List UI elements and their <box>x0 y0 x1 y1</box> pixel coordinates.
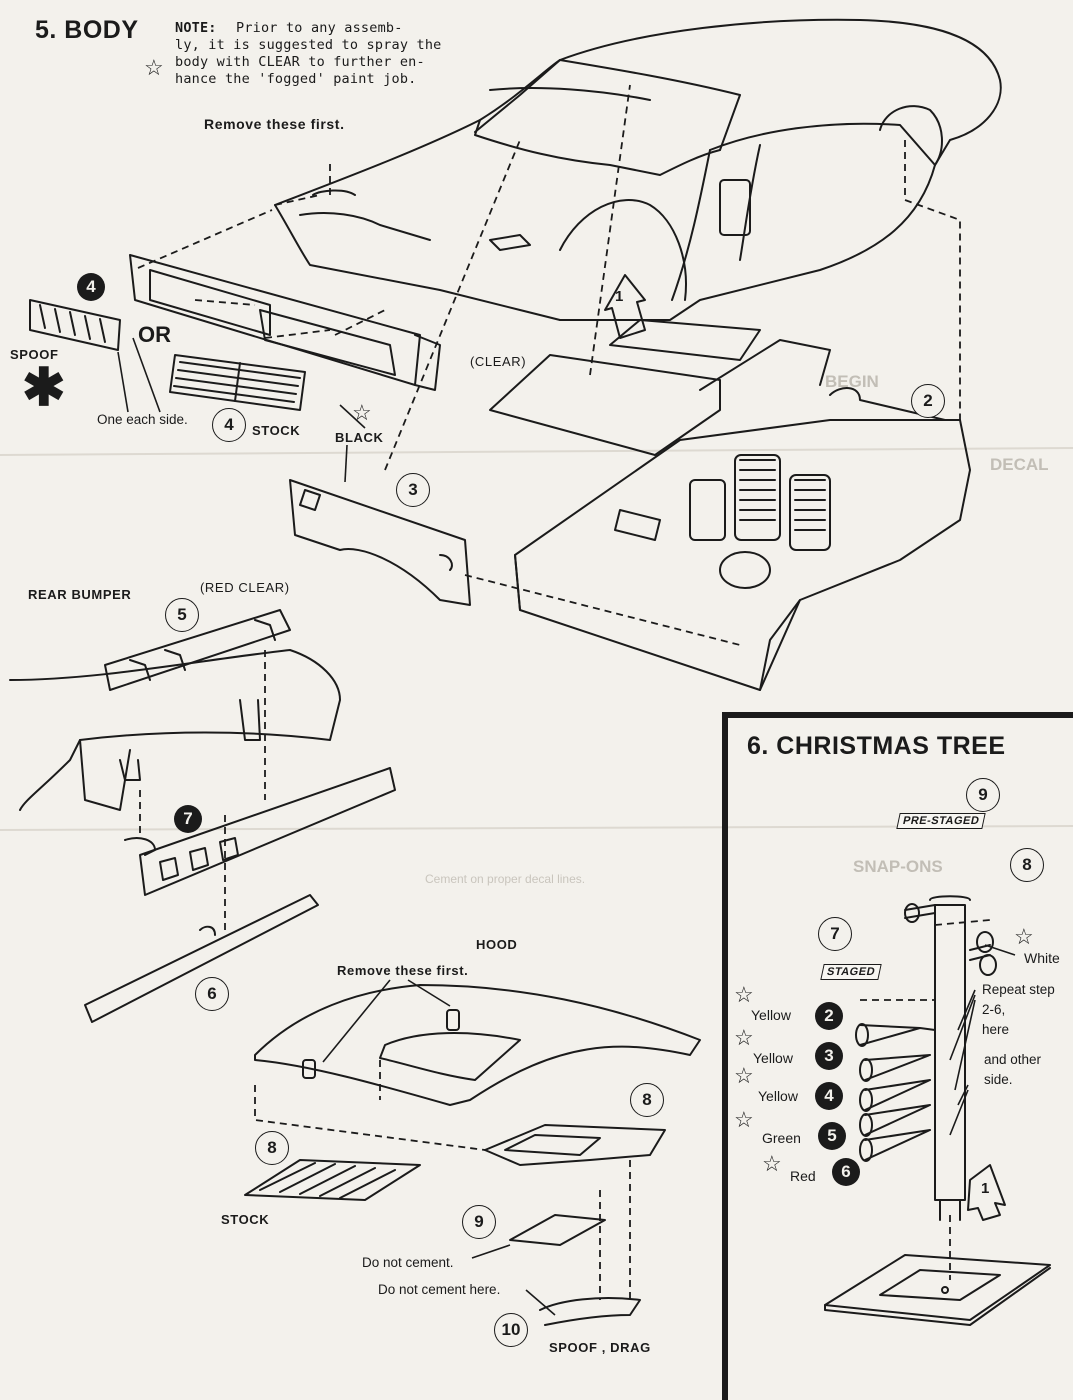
star-icon: ☆ <box>734 1063 754 1088</box>
repeat-step-line-1: Repeat step <box>982 982 1055 997</box>
ghost-cement: Cement on proper decal lines. <box>425 872 586 886</box>
rear-panel-drawing <box>289 479 471 606</box>
do-not-cement-here-label: Do not cement here. <box>378 1282 501 1297</box>
star-icon: ☆ <box>1014 924 1034 949</box>
part-4-callout: 4 <box>77 273 105 301</box>
tree-step-1-arrow-label: 1 <box>981 1180 990 1197</box>
red-clear-label: (RED CLEAR) <box>200 580 290 595</box>
spoof-grille-drawing <box>29 299 121 351</box>
step-1-arrow-label: 1 <box>615 288 624 305</box>
part-4-stock-callout: 4 <box>212 408 246 442</box>
star-icon: ☆ <box>734 1025 754 1050</box>
part-7-tree-callout: 7 <box>818 917 852 951</box>
hood-drawing <box>244 984 701 1326</box>
part-5-callout: 5 <box>165 598 199 632</box>
part-8-hood-callout: 8 <box>630 1083 664 1117</box>
part-8-stock-callout: 8 <box>255 1131 289 1165</box>
star-icon: ☆ <box>734 1107 754 1132</box>
part-7-callout: 7 <box>174 805 202 833</box>
section-6-frame <box>722 712 1073 1400</box>
do-not-cement-label: Do not cement. <box>362 1255 454 1270</box>
or-label: OR <box>138 322 171 347</box>
part-6-callout: 6 <box>195 977 229 1011</box>
rear-bumper-label: REAR BUMPER <box>28 587 132 602</box>
light-callout-6: 6 <box>832 1158 860 1186</box>
light-label-yellow-1: Yellow <box>751 1007 791 1023</box>
spoof-label: SPOOF <box>10 347 59 362</box>
part-9-hood-callout: 9 <box>462 1205 496 1239</box>
part-3-callout: 3 <box>396 473 430 507</box>
clear-label: (CLEAR) <box>470 354 527 369</box>
remove-first-label: Remove these first. <box>204 116 345 132</box>
light-label-red: Red <box>790 1168 816 1184</box>
light-callout-5: 5 <box>818 1122 846 1150</box>
front-grille-drawing <box>129 254 441 391</box>
light-label-yellow-2: Yellow <box>753 1050 793 1066</box>
stock-label: STOCK <box>252 423 301 438</box>
note-line-1: Prior to any assemb- <box>236 20 403 36</box>
star-icon: ☆ <box>144 55 164 80</box>
fold-line <box>0 447 1073 456</box>
interior-chassis-drawing <box>514 387 971 691</box>
section-6-title: 6. CHRISTMAS TREE <box>747 732 1006 760</box>
repeat-step-line-3: here <box>982 1022 1010 1037</box>
part-8-tree-callout: 8 <box>1010 848 1044 882</box>
assembly-dashed-lines <box>137 84 991 1300</box>
ghost-begin: BEGIN <box>825 372 879 391</box>
light-label-green: Green <box>762 1130 801 1146</box>
stock-grille-drawing <box>169 354 306 411</box>
leader-lines <box>117 337 1016 1316</box>
arrow-icon <box>604 274 646 339</box>
star-icon: ☆ <box>734 982 754 1007</box>
part-9-tree-callout: 9 <box>966 778 1000 812</box>
note-label: NOTE: <box>175 20 217 36</box>
hood-remove-first-label: Remove these first. <box>337 963 469 978</box>
hood-stock-label: STOCK <box>221 1212 270 1227</box>
section-5-title: 5. BODY <box>35 16 139 44</box>
white-label: White <box>1024 950 1060 966</box>
black-label: BLACK <box>335 430 384 445</box>
note-line-3: body with CLEAR to further en- <box>175 54 425 70</box>
ghost-decal: DECAL <box>990 455 1049 474</box>
light-label-yellow-3: Yellow <box>758 1088 798 1104</box>
christmas-tree-drawing <box>824 895 1051 1326</box>
windshield-drawing <box>489 319 831 456</box>
one-each-side-label: One each side. <box>97 412 188 427</box>
rear-bumper-drawing <box>9 609 396 1023</box>
part-2-callout: 2 <box>911 384 945 418</box>
star-icon: ☆ <box>762 1151 782 1176</box>
repeat-step-line-2: 2-6, <box>982 1002 1006 1017</box>
staged-tag: STAGED <box>820 964 882 980</box>
part-10-callout: 10 <box>494 1313 528 1347</box>
other-side-line-1: and other <box>984 1052 1042 1067</box>
light-callout-3: 3 <box>815 1042 843 1070</box>
note-line-4: hance the 'fogged' paint job. <box>175 71 417 87</box>
pre-staged-tag: PRE-STAGED <box>896 813 987 829</box>
ghost-snap: SNAP-ONS <box>853 857 943 876</box>
note-line-2: ly, it is suggested to spray the <box>175 37 442 53</box>
hood-label: HOOD <box>476 937 518 952</box>
arrow-icon <box>967 1164 1006 1221</box>
light-callout-2: 2 <box>815 1002 843 1030</box>
asterisk-icon: ✱ <box>22 359 66 417</box>
light-callout-4: 4 <box>815 1082 843 1110</box>
spoof-drag-label: SPOOF , DRAG <box>549 1340 651 1355</box>
star-icon: ☆ <box>352 400 372 425</box>
other-side-line-2: side. <box>984 1072 1013 1087</box>
car-body-drawing <box>274 18 1002 321</box>
